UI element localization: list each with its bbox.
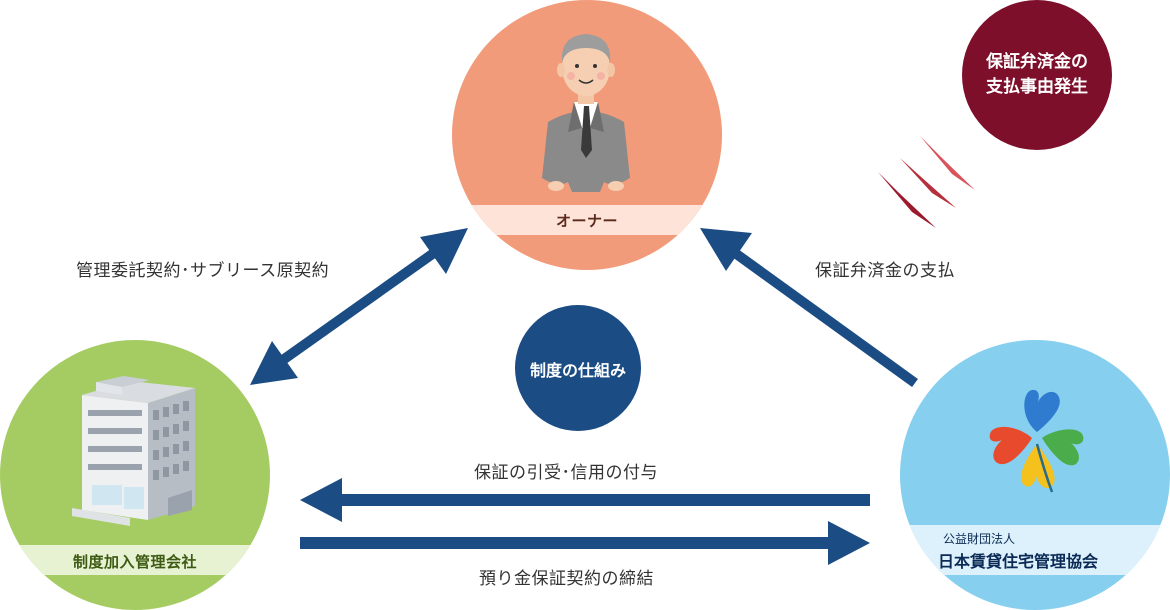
association-label-small: 公益財団法人 bbox=[943, 532, 1016, 546]
owner-label: オーナー bbox=[555, 212, 618, 230]
company-node bbox=[0, 340, 270, 610]
event-badge-line1: 保証弁済金の bbox=[986, 52, 1088, 72]
owner-label-band bbox=[452, 205, 722, 235]
guarantee-edge-label: 保証の引受･信用の付与 bbox=[474, 463, 658, 483]
center-badge-label: 制度の仕組み bbox=[529, 361, 626, 380]
contract-edge-label: 管理委託契約･サブリース原契約 bbox=[76, 261, 330, 281]
association-node bbox=[900, 340, 1170, 610]
clover-logo-icon bbox=[989, 389, 1084, 493]
guarantee-arrow bbox=[300, 478, 870, 522]
center-badge-circle bbox=[515, 305, 641, 431]
deposit-arrow bbox=[300, 521, 870, 565]
event-badge-circle bbox=[962, 0, 1112, 150]
company-label-band bbox=[0, 545, 270, 575]
owner-node bbox=[452, 0, 722, 270]
association-label-main: 日本賃貸住宅管理協会 bbox=[938, 552, 1099, 571]
alert-marks-icon bbox=[878, 136, 975, 228]
deposit-edge-label: 預り金保証契約の締結 bbox=[479, 569, 654, 589]
building-icon bbox=[72, 376, 195, 526]
association-label-band bbox=[900, 525, 1170, 575]
company-label: 制度加入管理会社 bbox=[72, 553, 197, 571]
owner-person-icon bbox=[542, 34, 630, 192]
payment-arrow bbox=[700, 228, 918, 388]
event-badge-line2: 支払事由発生 bbox=[986, 77, 1088, 97]
event-badge-text: 保証弁済金の 支払事由発生 bbox=[962, 50, 1112, 100]
payment-edge-label: 保証弁済金の支払 bbox=[815, 261, 955, 281]
contract-double-arrow bbox=[250, 228, 468, 385]
